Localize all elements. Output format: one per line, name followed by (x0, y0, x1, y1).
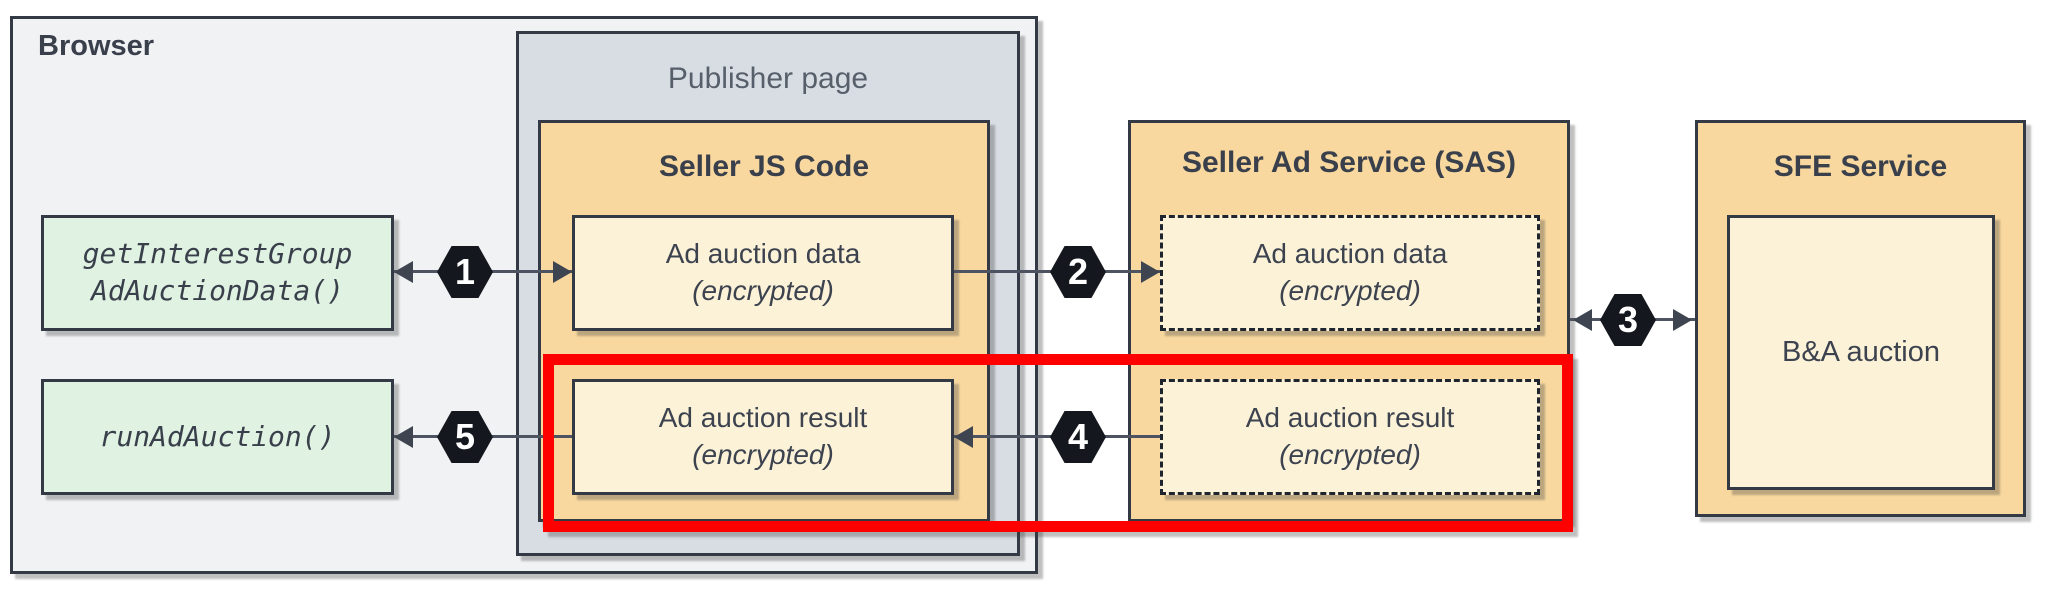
result-flow-highlight-rectangle (543, 354, 1573, 532)
ba-auction-box: B&A auction (1727, 215, 1995, 490)
box-label: Ad auction data (665, 238, 861, 270)
arrowhead-left-icon (394, 426, 413, 448)
step-3-badge: 3 (1600, 294, 1656, 346)
browser-title: Browser (38, 30, 155, 62)
box-label: B&A auction (1782, 336, 1940, 368)
step-number: 2 (1067, 251, 1089, 292)
arrowhead-right-icon (1141, 261, 1160, 283)
box-sublabel: (encrypted) (692, 439, 834, 470)
step-2-badge: 2 (1050, 246, 1106, 298)
box-label: Ad auction result (658, 402, 868, 434)
arrowhead-left-icon (954, 426, 973, 448)
step-number: 1 (454, 251, 476, 292)
box-sublabel: (encrypted) (1279, 275, 1421, 306)
arrowhead-right-icon (553, 261, 572, 283)
box-label: Ad auction result (1245, 402, 1455, 434)
get-interest-group-ad-auction-data-box: getInterestGroup AdAuctionData() (41, 215, 394, 331)
arrowhead-right-icon (1673, 309, 1692, 331)
publisher-page-title: Publisher page (667, 62, 869, 95)
api-call-label: runAdAuction() (99, 419, 336, 453)
step-number: 4 (1067, 416, 1089, 457)
box-sublabel: (encrypted) (1279, 439, 1421, 470)
sas-ad-auction-data-box: Ad auction data (encrypted) (1160, 215, 1540, 331)
step-number: 5 (454, 416, 476, 457)
arrowhead-left-icon (394, 261, 413, 283)
seller-ad-service-title: Seller Ad Service (SAS) (1181, 146, 1517, 179)
sfe-service-title: SFE Service (1773, 150, 1948, 183)
arrowhead-left-icon (1573, 309, 1592, 331)
run-ad-auction-box: runAdAuction() (41, 379, 394, 495)
js-ad-auction-result-box: Ad auction result (encrypted) (572, 379, 954, 495)
api-call-label: getInterestGroup AdAuctionData() (82, 237, 353, 307)
box-sublabel: (encrypted) (692, 275, 834, 306)
box-label: Ad auction data (1252, 238, 1448, 270)
seller-js-code-title: Seller JS Code (658, 150, 870, 183)
sas-ad-auction-result-box: Ad auction result (encrypted) (1160, 379, 1540, 495)
js-ad-auction-data-box: Ad auction data (encrypted) (572, 215, 954, 331)
step-number: 3 (1617, 299, 1639, 340)
